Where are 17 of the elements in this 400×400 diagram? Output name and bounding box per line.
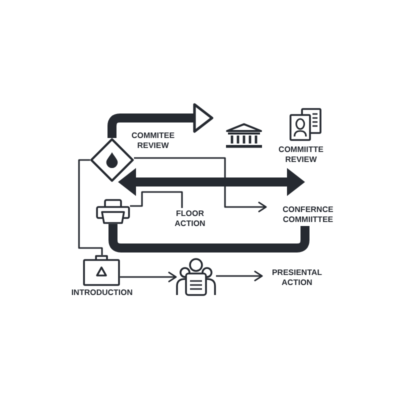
double-arrow [118, 168, 305, 196]
arrow [108, 103, 214, 138]
step-label: PRESIENTAL ACTION [262, 267, 332, 289]
node-caption: INTRODUCTION [70, 288, 134, 298]
step-label: FLOOR ACTION [168, 208, 212, 229]
arrow [134, 157, 267, 212]
printer-icon [96, 199, 130, 224]
connector-line [130, 191, 183, 208]
arrow [216, 270, 263, 282]
people-document-icon [176, 258, 216, 296]
decision-diamond [90, 138, 134, 182]
section-label: COMMITEE REVIEW [130, 131, 176, 151]
connector-line [78, 159, 103, 255]
step-label: CONFERNCE COMMIITTEE [266, 204, 350, 226]
section-label: COMMIITTE REVIEW [278, 145, 324, 165]
briefcase-icon [83, 255, 120, 286]
arrow [120, 272, 177, 282]
